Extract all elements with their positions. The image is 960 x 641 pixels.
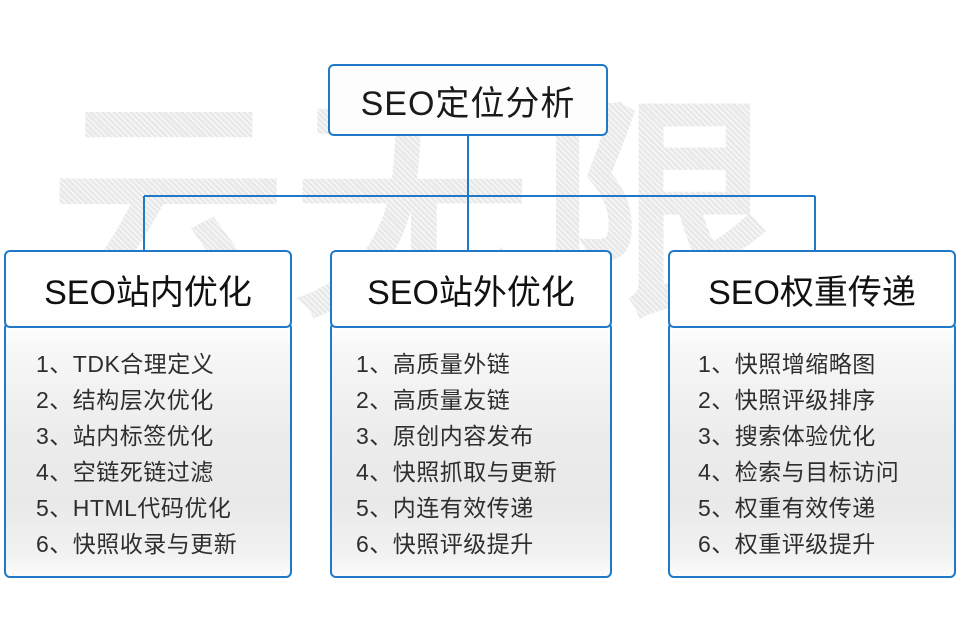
item-list-seo-onsite: 1、TDK合理定义 2、结构层次优化 3、站内标签优化 4、空链死链过滤 5、H… <box>6 346 290 562</box>
list-item[interactable]: 6、权重评级提升 <box>698 531 876 557</box>
list-item[interactable]: 5、HTML代码优化 <box>36 495 232 521</box>
item-list-seo-weight: 1、快照增缩略图 2、快照评级排序 3、搜索体验优化 4、检索与目标访问 5、权… <box>670 346 954 562</box>
list-item[interactable]: 4、检索与目标访问 <box>698 459 900 485</box>
item-list-seo-offsite: 1、高质量外链 2、高质量友链 3、原创内容发布 4、快照抓取与更新 5、内连有… <box>332 346 610 562</box>
branch-header-seo-weight[interactable]: SEO权重传递 <box>668 250 956 328</box>
branch-header-seo-offsite[interactable]: SEO站外优化 <box>330 250 612 328</box>
branch-header-seo-onsite[interactable]: SEO站内优化 <box>4 250 292 328</box>
branch-body-seo-offsite: 1、高质量外链 2、高质量友链 3、原创内容发布 4、快照抓取与更新 5、内连有… <box>330 322 612 578</box>
list-item[interactable]: 1、高质量外链 <box>356 351 511 377</box>
branch-body-seo-weight: 1、快照增缩略图 2、快照评级排序 3、搜索体验优化 4、检索与目标访问 5、权… <box>668 322 956 578</box>
list-item[interactable]: 4、快照抓取与更新 <box>356 459 558 485</box>
branch-header-label: SEO权重传递 <box>708 273 916 312</box>
list-item[interactable]: 3、站内标签优化 <box>36 423 214 449</box>
list-item[interactable]: 6、快照收录与更新 <box>36 531 238 557</box>
root-node[interactable]: SEO定位分析 <box>328 64 608 136</box>
list-item[interactable]: 2、高质量友链 <box>356 387 511 413</box>
root-node-label: SEO定位分析 <box>360 84 576 123</box>
list-item[interactable]: 5、内连有效传递 <box>356 495 534 521</box>
branch-header-label: SEO站外优化 <box>367 273 575 312</box>
list-item[interactable]: 3、搜索体验优化 <box>698 423 876 449</box>
list-item[interactable]: 1、快照增缩略图 <box>698 351 876 377</box>
list-item[interactable]: 2、快照评级排序 <box>698 387 876 413</box>
list-item[interactable]: 2、结构层次优化 <box>36 387 214 413</box>
branch-body-seo-onsite: 1、TDK合理定义 2、结构层次优化 3、站内标签优化 4、空链死链过滤 5、H… <box>4 322 292 578</box>
branch-header-label: SEO站内优化 <box>44 273 252 312</box>
list-item[interactable]: 5、权重有效传递 <box>698 495 876 521</box>
list-item[interactable]: 1、TDK合理定义 <box>36 351 215 377</box>
list-item[interactable]: 4、空链死链过滤 <box>36 459 214 485</box>
list-item[interactable]: 6、快照评级提升 <box>356 531 534 557</box>
list-item[interactable]: 3、原创内容发布 <box>356 423 534 449</box>
